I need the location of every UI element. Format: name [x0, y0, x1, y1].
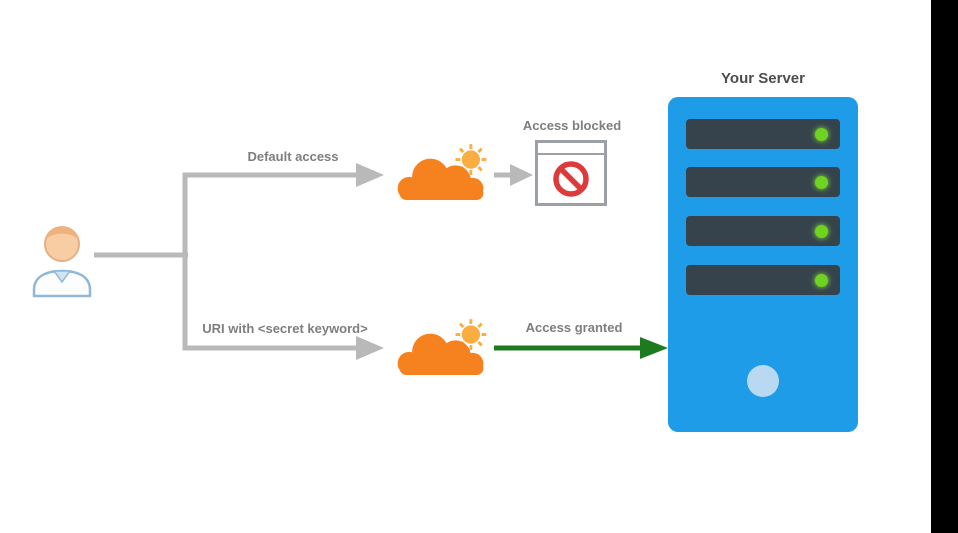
no-entry-slash — [558, 166, 584, 192]
server-rack-unit — [686, 265, 840, 295]
led-indicator — [815, 273, 828, 287]
cloudflare-cloud-body — [397, 333, 484, 376]
blocked-browser-svg — [535, 140, 607, 206]
server-title: Your Server — [721, 70, 805, 87]
arrow-access-granted-head — [640, 337, 668, 359]
user-icon-svg — [32, 226, 92, 298]
cloudflare-logo-svg — [397, 144, 487, 201]
user-icon — [30, 216, 94, 298]
user-head — [44, 226, 80, 262]
led-indicator — [815, 224, 828, 238]
label-access-blocked: Access blocked — [522, 118, 622, 133]
cloudflare-logo-svg — [397, 319, 487, 376]
access-blocked-icon — [535, 140, 607, 206]
cloudflare-sun — [455, 319, 487, 350]
user-collar — [52, 270, 72, 284]
led-indicator — [815, 127, 828, 141]
label-secret-uri: URI with <secret keyword> — [202, 321, 368, 336]
cloudflare-cloud-body — [397, 158, 484, 201]
arrow-default-access-head — [356, 163, 384, 187]
cloudflare-icon-bottom — [388, 319, 494, 379]
label-access-granted: Access granted — [525, 320, 623, 335]
user-hair — [45, 227, 79, 240]
right-black-bar — [931, 0, 958, 533]
server-rack-unit — [686, 119, 840, 149]
server-tower — [668, 97, 858, 432]
led-indicator — [815, 175, 828, 189]
arrow-cloud-to-blocked-head — [510, 164, 533, 186]
server-rack-unit — [686, 167, 840, 197]
power-button-icon — [747, 365, 779, 397]
arrow-secret-uri-head — [356, 336, 384, 360]
server-rack-unit — [686, 216, 840, 246]
label-default-access: Default access — [247, 149, 339, 164]
cloudflare-icon-top — [388, 144, 494, 204]
